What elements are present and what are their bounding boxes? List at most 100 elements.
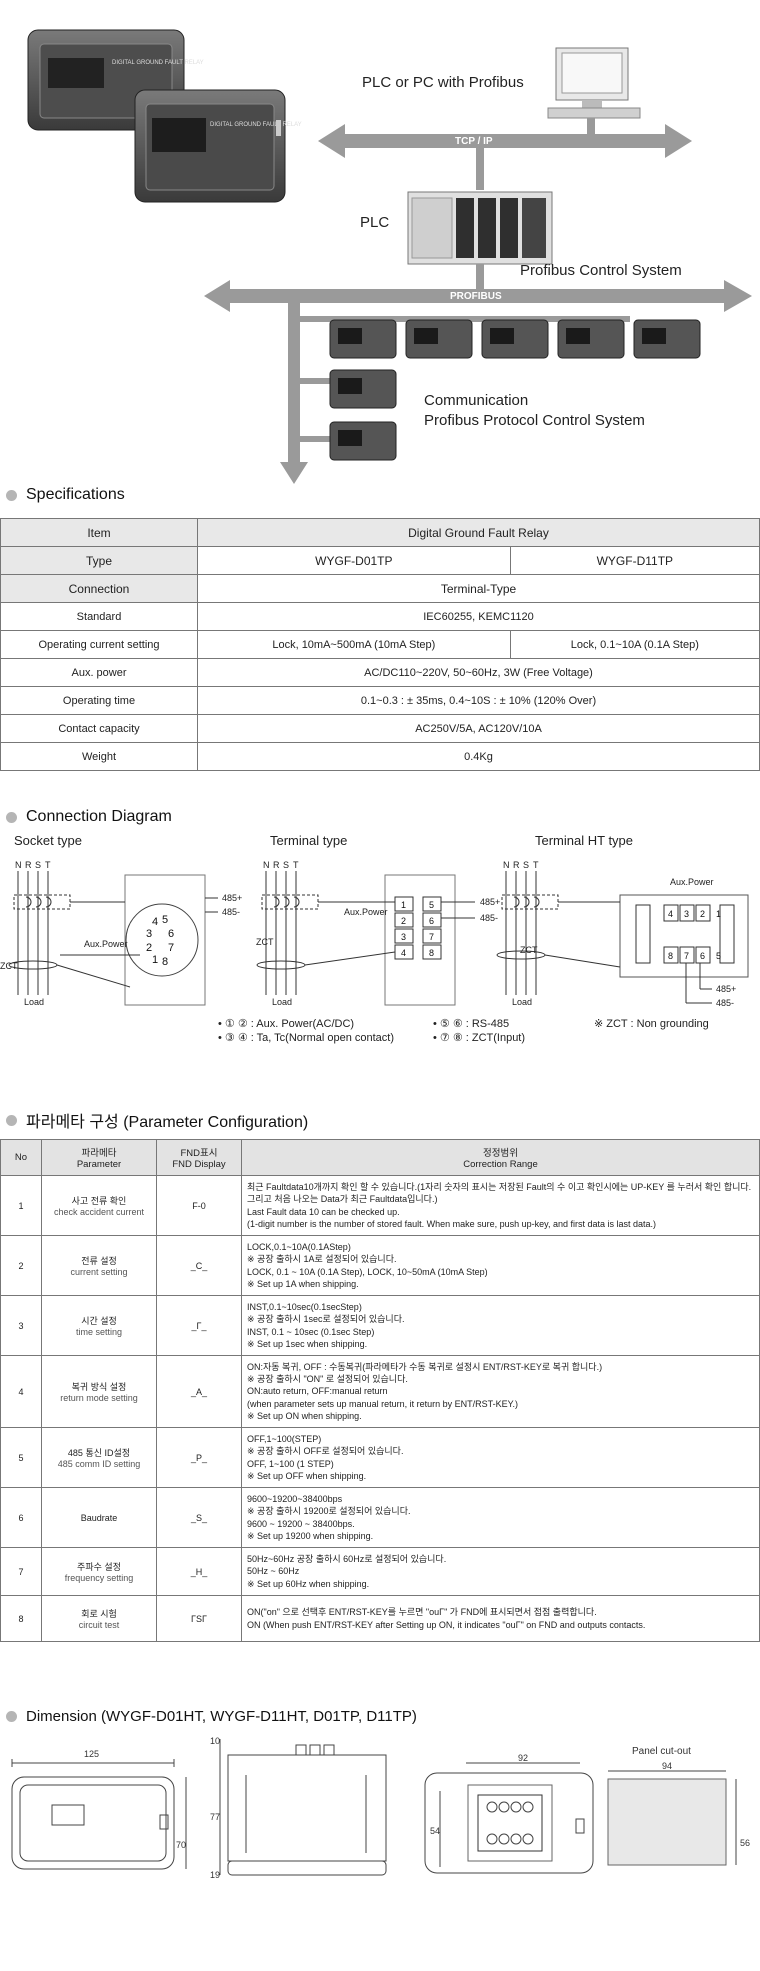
svg-text:2: 2 <box>401 916 406 926</box>
svg-text:S: S <box>523 860 529 870</box>
svg-text:7: 7 <box>429 932 434 942</box>
profibus-label: PROFIBUS <box>450 291 502 302</box>
plc-profibus-link <box>476 264 484 292</box>
svg-text:1: 1 <box>716 909 721 919</box>
svg-text:485+: 485+ <box>222 893 242 903</box>
header-item: Item <box>0 518 198 547</box>
dim-bottom-19: 19 <box>210 1870 221 1880</box>
svg-text:Aux.Power: Aux.Power <box>84 939 128 949</box>
parameter-config-heading: 파라메타 구성 (Parameter Configuration) <box>6 1108 308 1132</box>
svg-text:1: 1 <box>401 900 406 910</box>
plc-pc-label: PLC or PC with Profibus <box>362 74 524 91</box>
dimension-drawings <box>11 1739 737 1876</box>
bullet-icon <box>6 489 17 501</box>
svg-text:485+: 485+ <box>480 897 500 907</box>
table-row: Weight 0.4Kg <box>0 742 760 771</box>
plc-icon <box>407 191 553 265</box>
relay-product-image-front: DIGITAL GROUND FAULT RELAY <box>134 89 302 203</box>
dim-cutout-56: 56 <box>740 1838 751 1848</box>
dim-height-70: 70 <box>176 1840 187 1850</box>
svg-text:7: 7 <box>168 942 174 954</box>
svg-text:8: 8 <box>668 951 673 961</box>
svg-text:6: 6 <box>429 916 434 926</box>
communication-label: Communication <box>424 392 529 409</box>
svg-text:485+: 485+ <box>716 984 736 994</box>
profibus-drop-arrow <box>280 303 308 484</box>
svg-text:T: T <box>293 860 299 870</box>
svg-text:N: N <box>15 860 22 870</box>
bullet-icon <box>6 811 17 823</box>
panel-cutout-drawing <box>607 1770 737 1866</box>
svg-text:ZCT: ZCT <box>0 961 18 971</box>
tcpip-label: TCP / IP <box>455 136 493 147</box>
svg-text:485-: 485- <box>480 913 498 923</box>
legend-zct-non-grounding: ※ ZCT : Non grounding <box>594 1018 709 1030</box>
table-row: 6 Baudrate _S_ 9600~19200~38400bps※ 공장 출… <box>0 1487 760 1548</box>
svg-text:2: 2 <box>146 942 152 954</box>
svg-text:3: 3 <box>684 909 689 919</box>
profibus-bus-arrow <box>204 280 752 312</box>
svg-text:T: T <box>533 860 539 870</box>
svg-text:2: 2 <box>700 909 705 919</box>
socket-type-diagram: N R S T ZCT Load 4 5 3 6 2 7 1 8 485+ 48… <box>0 860 242 1007</box>
header-product: Digital Ground Fault Relay <box>197 518 760 547</box>
svg-text:DIGITAL GROUND FAULT RELAY: DIGITAL GROUND FAULT RELAY <box>112 60 204 66</box>
table-header-row: Item Digital Ground Fault Relay <box>0 518 760 547</box>
terminal-type-diagram: N R S T ZCT Load 1 5 2 6 3 7 4 8 485+ 48… <box>256 860 500 1007</box>
relay-node <box>481 319 549 359</box>
svg-text:Aux.Power: Aux.Power <box>344 907 388 917</box>
svg-text:ZCT: ZCT <box>256 937 274 947</box>
table-row: Standard IEC60255, KEMC1120 <box>0 602 760 631</box>
legend-zct-input: • ⑦ ⑧ : ZCT(Input) <box>433 1032 526 1044</box>
side-view-drawing <box>219 1739 387 1876</box>
svg-text:7: 7 <box>684 951 689 961</box>
svg-text:4: 4 <box>401 948 406 958</box>
specifications-table: Item Digital Ground Fault Relay Type WYG… <box>0 518 760 771</box>
legend-rs485: • ⑤ ⑥ : RS-485 <box>433 1018 510 1030</box>
svg-text:4: 4 <box>152 916 158 928</box>
profibus-control-label: Profibus Control System <box>520 262 682 279</box>
table-row: Operating current setting Lock, 10mA~500… <box>0 630 760 659</box>
table-row: Operating time 0.1~0.3 : ± 35ms, 0.4~10S… <box>0 686 760 715</box>
svg-text:N: N <box>503 860 510 870</box>
svg-text:R: R <box>25 860 32 870</box>
table-row: Contact capacity AC250V/5A, AC120V/10A <box>0 714 760 743</box>
terminal-ht-type-label: Terminal HT type <box>535 833 634 848</box>
svg-text:6: 6 <box>168 928 174 940</box>
svg-text:S: S <box>283 860 289 870</box>
computer-icon <box>547 47 641 119</box>
relay-node <box>329 421 397 461</box>
specifications-heading: Specifications <box>6 486 125 504</box>
svg-text:3: 3 <box>146 928 152 940</box>
svg-text:485-: 485- <box>222 907 240 917</box>
svg-text:Load: Load <box>24 997 44 1007</box>
socket-type-label: Socket type <box>14 833 82 848</box>
svg-text:DIGITAL GROUND FAULT RELAY: DIGITAL GROUND FAULT RELAY <box>210 122 302 128</box>
tcpip-bus-arrow <box>318 118 692 158</box>
svg-text:1: 1 <box>152 954 158 966</box>
plc-label: PLC <box>360 214 390 231</box>
dim-width-92: 92 <box>518 1753 529 1763</box>
relay-node <box>329 319 397 359</box>
table-row: Type WYGF-D01TP WYGF-D11TP <box>0 546 760 575</box>
svg-text:4: 4 <box>668 909 673 919</box>
dim-cutout-94: 94 <box>662 1761 673 1771</box>
panel-cutout-title: Panel cut-out <box>632 1746 691 1757</box>
relay-node <box>329 369 397 409</box>
svg-text:6: 6 <box>700 951 705 961</box>
table-row: Connection Terminal-Type <box>0 574 760 603</box>
svg-text:5: 5 <box>716 951 721 961</box>
rear-view-drawing <box>424 1762 594 1874</box>
svg-text:485-: 485- <box>716 998 734 1008</box>
connection-diagram-heading: Connection Diagram <box>6 808 172 826</box>
svg-text:ZCT: ZCT <box>520 945 538 955</box>
